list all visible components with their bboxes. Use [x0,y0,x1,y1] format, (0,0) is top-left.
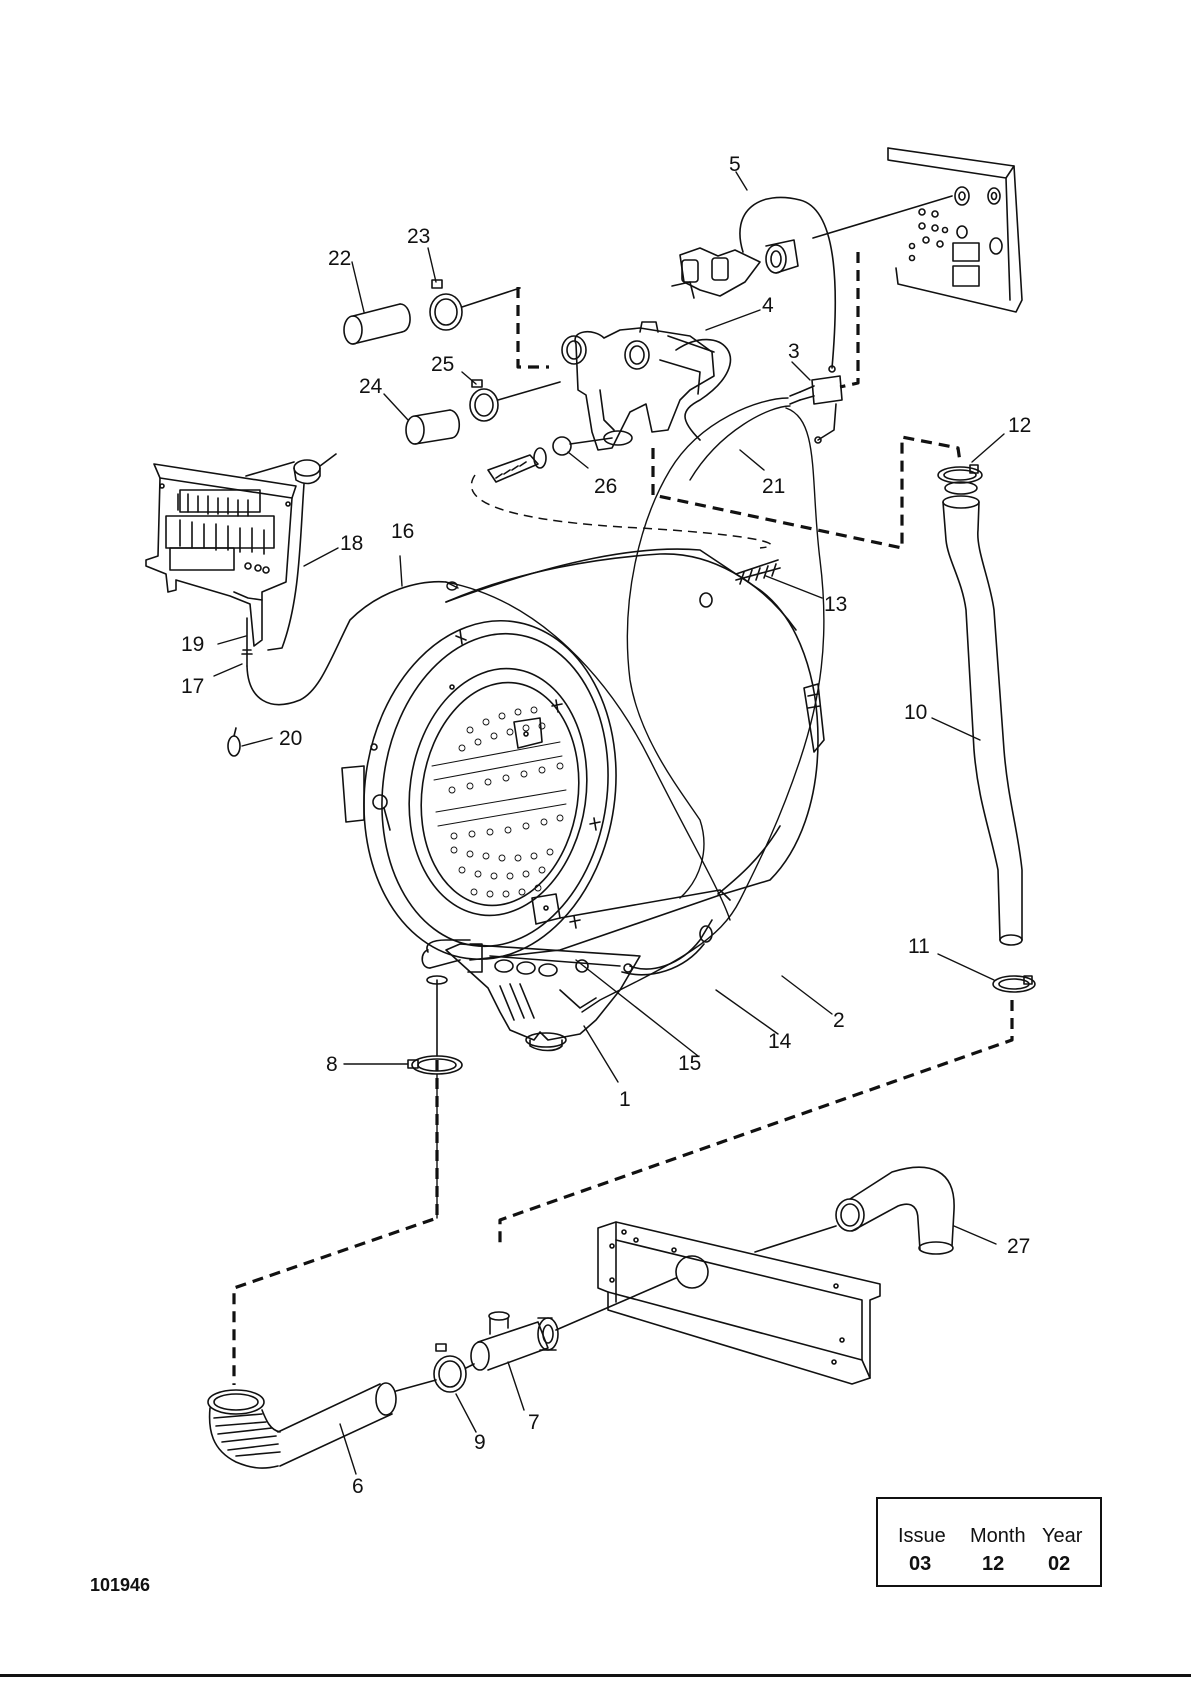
part-label-19: 19 [181,634,204,655]
part-label-25: 25 [431,354,454,375]
issue-value: 03 [909,1553,931,1576]
hose-10 [943,482,1022,945]
bottom-rule [0,1674,1191,1677]
part-label-20: 20 [279,728,302,749]
part-label-2: 2 [833,1010,845,1031]
part-label-18: 18 [340,533,363,554]
part-label-6: 6 [352,1476,364,1497]
month-value: 12 [982,1553,1004,1576]
part-label-5: 5 [729,154,741,175]
part-label-1: 1 [619,1089,631,1110]
part-label-15: 15 [678,1053,701,1074]
drain-hose-6 [208,1380,436,1468]
issue-header: Issue [898,1525,946,1548]
part-label-21: 21 [762,476,785,497]
leader-lines [214,172,1004,1474]
control-board [146,464,296,646]
part-label-12: 12 [1008,415,1031,436]
part-label-27: 27 [1007,1236,1030,1257]
hose-24 [406,410,459,444]
issue-info-box: Issue Month Year 03 12 02 [876,1497,1102,1587]
part-label-17: 17 [181,676,204,697]
part-label-23: 23 [407,226,430,247]
year-header: Year [1042,1525,1082,1548]
document-number: 101946 [90,1575,150,1596]
year-value: 02 [1048,1553,1070,1576]
part-label-22: 22 [328,248,351,269]
elbow-hose-27 [755,1167,954,1254]
wire-16 [446,582,730,920]
clip-12 [938,465,982,483]
hose-22 [344,304,410,344]
wire-2 [582,408,824,1012]
part-label-24: 24 [359,376,382,397]
part-label-7: 7 [528,1412,540,1433]
part-label-16: 16 [391,521,414,542]
assembly-dashed-lines [234,252,1012,1385]
sump-pump-assembly [422,920,712,1051]
pressure-switch [246,454,336,650]
part-label-3: 3 [788,341,800,362]
part-label-8: 8 [326,1054,338,1075]
clip-11 [993,976,1035,992]
part-label-11: 11 [908,936,930,957]
part-label-9: 9 [474,1432,486,1453]
part-label-26: 26 [594,476,617,497]
clip-9 [434,1344,466,1392]
clip-20 [228,728,240,756]
suppressor-3 [790,376,842,443]
part-label-13: 13 [824,594,847,615]
tube-17-19 [242,582,446,705]
part-label-14: 14 [768,1031,791,1052]
base-bracket [598,1222,880,1384]
tee-connector-7 [471,1278,676,1370]
tub-drum-assembly [342,549,824,976]
clip-23 [430,280,462,330]
clip-8 [408,1056,462,1074]
clip-25 [470,380,498,421]
rear-mounting-panel [813,148,1022,312]
part-label-10: 10 [904,702,927,723]
part-label-4: 4 [762,295,774,316]
month-header: Month [970,1525,1026,1548]
